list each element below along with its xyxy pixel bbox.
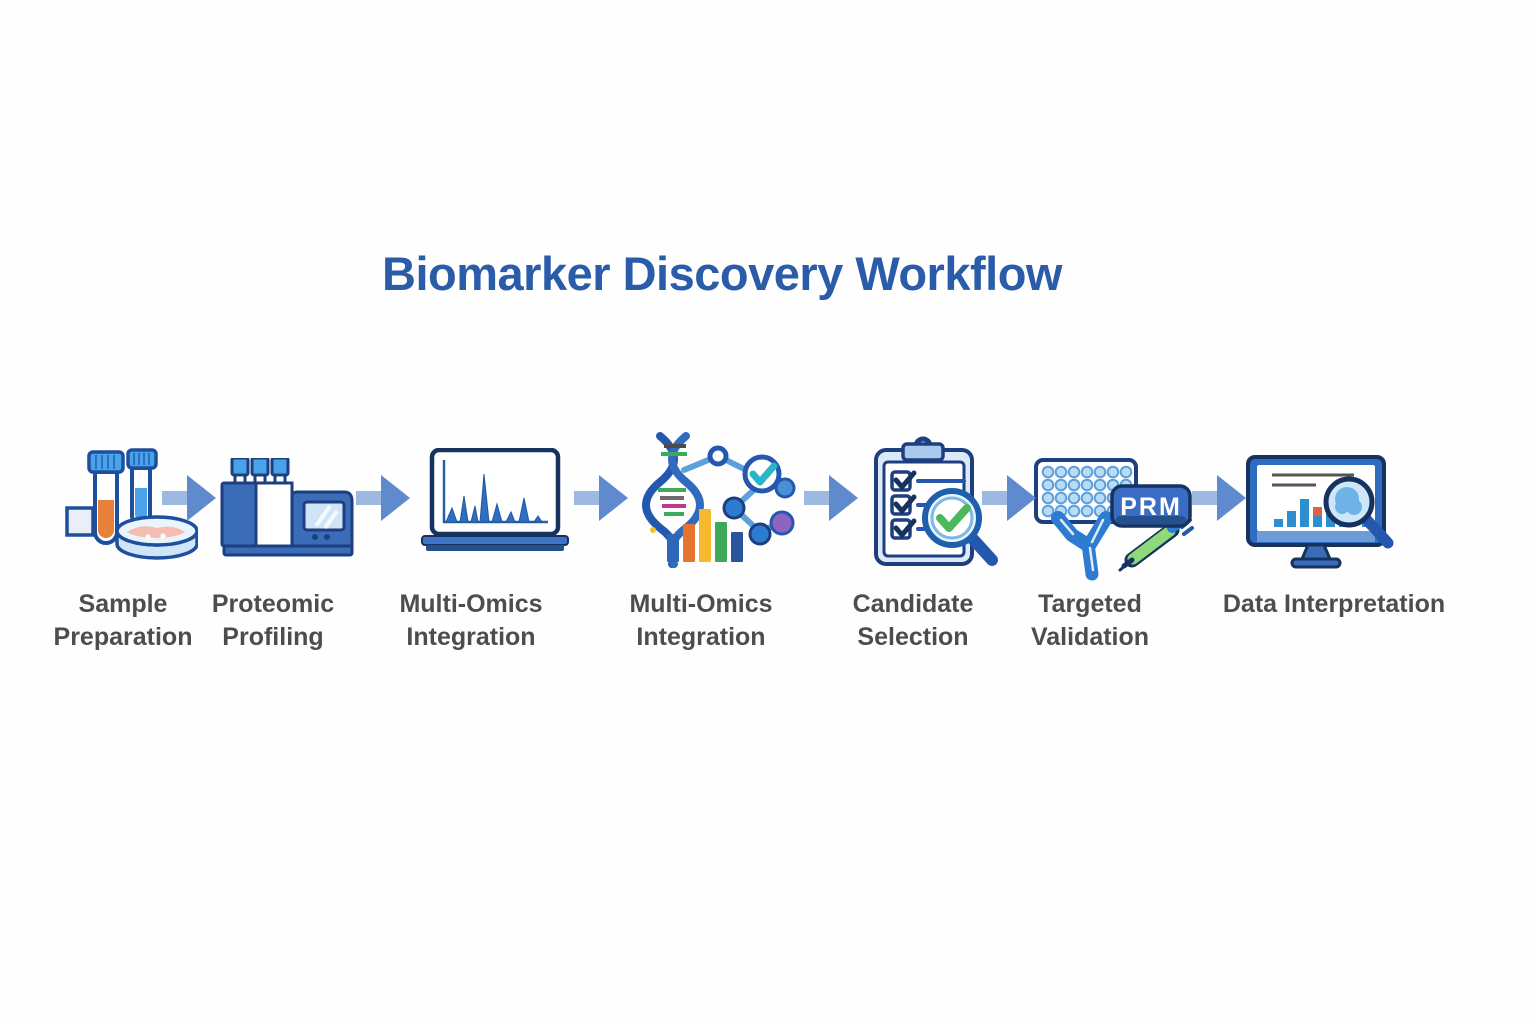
spectrum-peaks (445, 473, 543, 523)
teal-check-icon (749, 462, 778, 486)
flow-arrow-2 (356, 475, 410, 521)
prm-badge: PRM (1110, 484, 1192, 528)
flow-arrow-6 (1192, 475, 1246, 521)
flow-arrow-3 (574, 475, 628, 521)
step-label-data-interpretation: Data Interpretation (1222, 590, 1446, 618)
petri-dish (115, 515, 198, 560)
flow-arrow-5 (982, 475, 1036, 521)
page-title: Biomarker Discovery Workflow (382, 247, 1062, 300)
test-tubes-petri-dish-icon (65, 448, 198, 560)
magnifier-green-check (922, 488, 998, 566)
green-check-icon (936, 504, 971, 532)
magnifier-icon (1323, 476, 1394, 549)
mass-spectrometer-icon (220, 458, 354, 557)
sample-square (65, 506, 95, 537)
monitor-chart-magnifier-icon (1246, 455, 1394, 569)
flow-arrow-1 (162, 475, 216, 521)
network-graph (681, 445, 796, 546)
prm-label: PRM (1120, 493, 1182, 521)
microplate-wells (1041, 465, 1133, 518)
antibody-icon (1051, 511, 1113, 581)
dna-network-bars-icon (642, 432, 796, 568)
checklist-magnifier-icon (874, 436, 998, 566)
flow-arrow-4 (804, 475, 858, 521)
report-lines (1272, 473, 1354, 487)
microplate-prm-icon: PRM (1034, 458, 1194, 581)
omics-bar-chart (667, 509, 743, 562)
sample-vials (230, 458, 290, 488)
laptop-spectrum-icon (421, 448, 569, 551)
